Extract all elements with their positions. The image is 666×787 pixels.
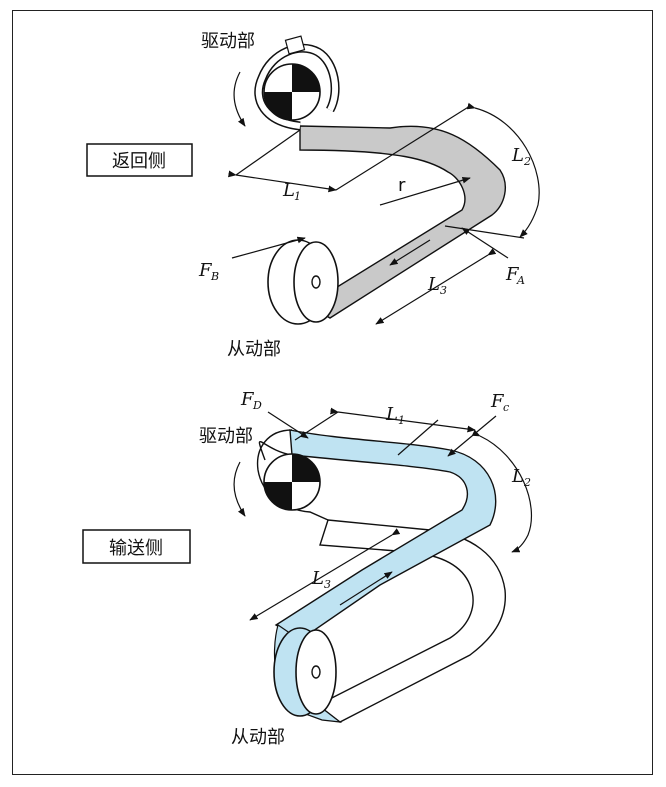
drive-drum-bottom-q1 <box>292 454 320 482</box>
radius-line <box>379 176 471 206</box>
return-side-label: 返回侧 <box>112 151 166 172</box>
dim-l3-top <box>375 248 497 325</box>
return-side-label-box <box>86 143 193 177</box>
radius-label: r <box>398 175 406 196</box>
fd-sub: D <box>252 399 262 412</box>
conveying-side-label-box <box>82 529 191 564</box>
l3-label-top: L <box>427 274 440 295</box>
l1-label-bottom: L <box>385 404 398 425</box>
drive-drum-bottom-q3 <box>264 482 292 510</box>
driven-label-top: 从动部 <box>227 339 281 360</box>
dim-l3-bottom <box>249 528 401 621</box>
fb-label: F <box>198 260 213 281</box>
fc-sub: c <box>503 401 509 414</box>
rotation-arrow-top <box>233 71 246 127</box>
dim-l2-bottom <box>471 429 532 553</box>
drive-drum-top-q3 <box>264 92 292 120</box>
force-b-arrow <box>231 236 306 259</box>
conveying-side-label: 输送侧 <box>109 538 163 559</box>
drive-drum-top-q1 <box>292 64 320 92</box>
dim-l1-ext-b <box>335 105 471 191</box>
l3-sub-bottom: 3 <box>324 578 331 591</box>
bottom-panel: 输送侧 驱动部 F D L 1 F c <box>82 389 532 748</box>
dim-l1-bottom <box>330 407 476 433</box>
force-d-arrow <box>267 411 309 439</box>
l2-label-top: L <box>511 145 524 166</box>
dim-l1-ext-a <box>235 129 301 176</box>
force-a-arrow <box>461 227 509 259</box>
figure-frame <box>12 10 653 775</box>
dim-l3-ext <box>444 225 525 239</box>
l2-sub-top: 2 <box>523 155 531 168</box>
belt-edge-tab <box>284 35 306 55</box>
force-c-arrow <box>447 415 497 457</box>
drive-label-bottom: 驱动部 <box>199 426 253 447</box>
fc-label: F <box>490 391 505 412</box>
fa-sub: A <box>516 274 525 287</box>
dim-l1-bottom-ext-b <box>397 419 439 456</box>
l1-label-top: L <box>282 180 295 201</box>
fb-sub: B <box>210 270 219 283</box>
drive-label-top: 驱动部 <box>201 31 255 52</box>
top-panel: 返回侧 驱动部 L 1 r L 2 <box>86 31 540 360</box>
driven-drum-bottom-axle <box>311 665 321 679</box>
l2-label-bottom: L <box>511 466 524 487</box>
driven-drum-top-axle <box>311 275 321 289</box>
dim-l2-top <box>466 102 540 238</box>
l1-sub-bottom: 1 <box>398 414 405 427</box>
driven-label-bottom: 从动部 <box>231 727 285 748</box>
dim-l1-top <box>228 170 337 193</box>
l3-sub-top: 3 <box>440 284 447 297</box>
belt-around-drive-top-inner <box>255 45 339 129</box>
l1-sub-top: 1 <box>294 190 301 203</box>
l3-label-bottom: L <box>311 568 324 589</box>
rotation-arrow-bottom <box>233 461 246 517</box>
dim-l1-bottom-ext-a <box>294 411 339 441</box>
l2-sub-bottom: 2 <box>523 476 531 489</box>
fd-label: F <box>240 389 255 410</box>
fa-label: F <box>505 264 520 285</box>
